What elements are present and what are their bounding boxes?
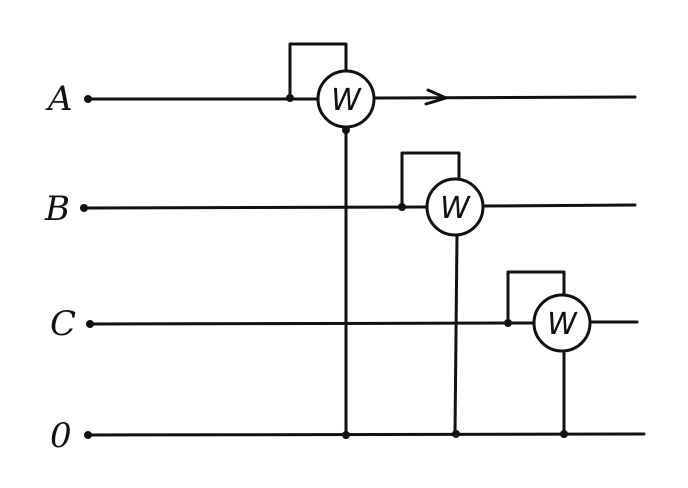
wattmeter-c: W [504,270,592,438]
line-a-wire [86,88,637,106]
line-b-wire [82,203,637,210]
line-label-b: B [44,189,70,229]
line-label-a: A [45,79,73,119]
wattmeter-b-circle [425,177,485,237]
wattmeter-a: W [286,42,376,439]
current-arrow [424,88,448,106]
line-c-wire [88,320,639,326]
wattmeter-b-label: W [440,191,471,226]
wattmeter-c-circle [532,293,592,353]
wattmeter-c-label: W [547,307,578,342]
wattmeter-a-circle [316,69,376,129]
voltage-lead-b [453,233,459,436]
voltage-loop-c [506,270,566,325]
line-label-c: C [50,304,76,344]
voltage-loop-b [400,151,461,209]
line-label-0: 0 [50,416,72,456]
wattmeter-a-label: W [331,83,362,118]
line-0-wire [86,432,646,437]
voltage-loop-a [288,42,348,100]
wattmeter-b: W [398,151,485,438]
